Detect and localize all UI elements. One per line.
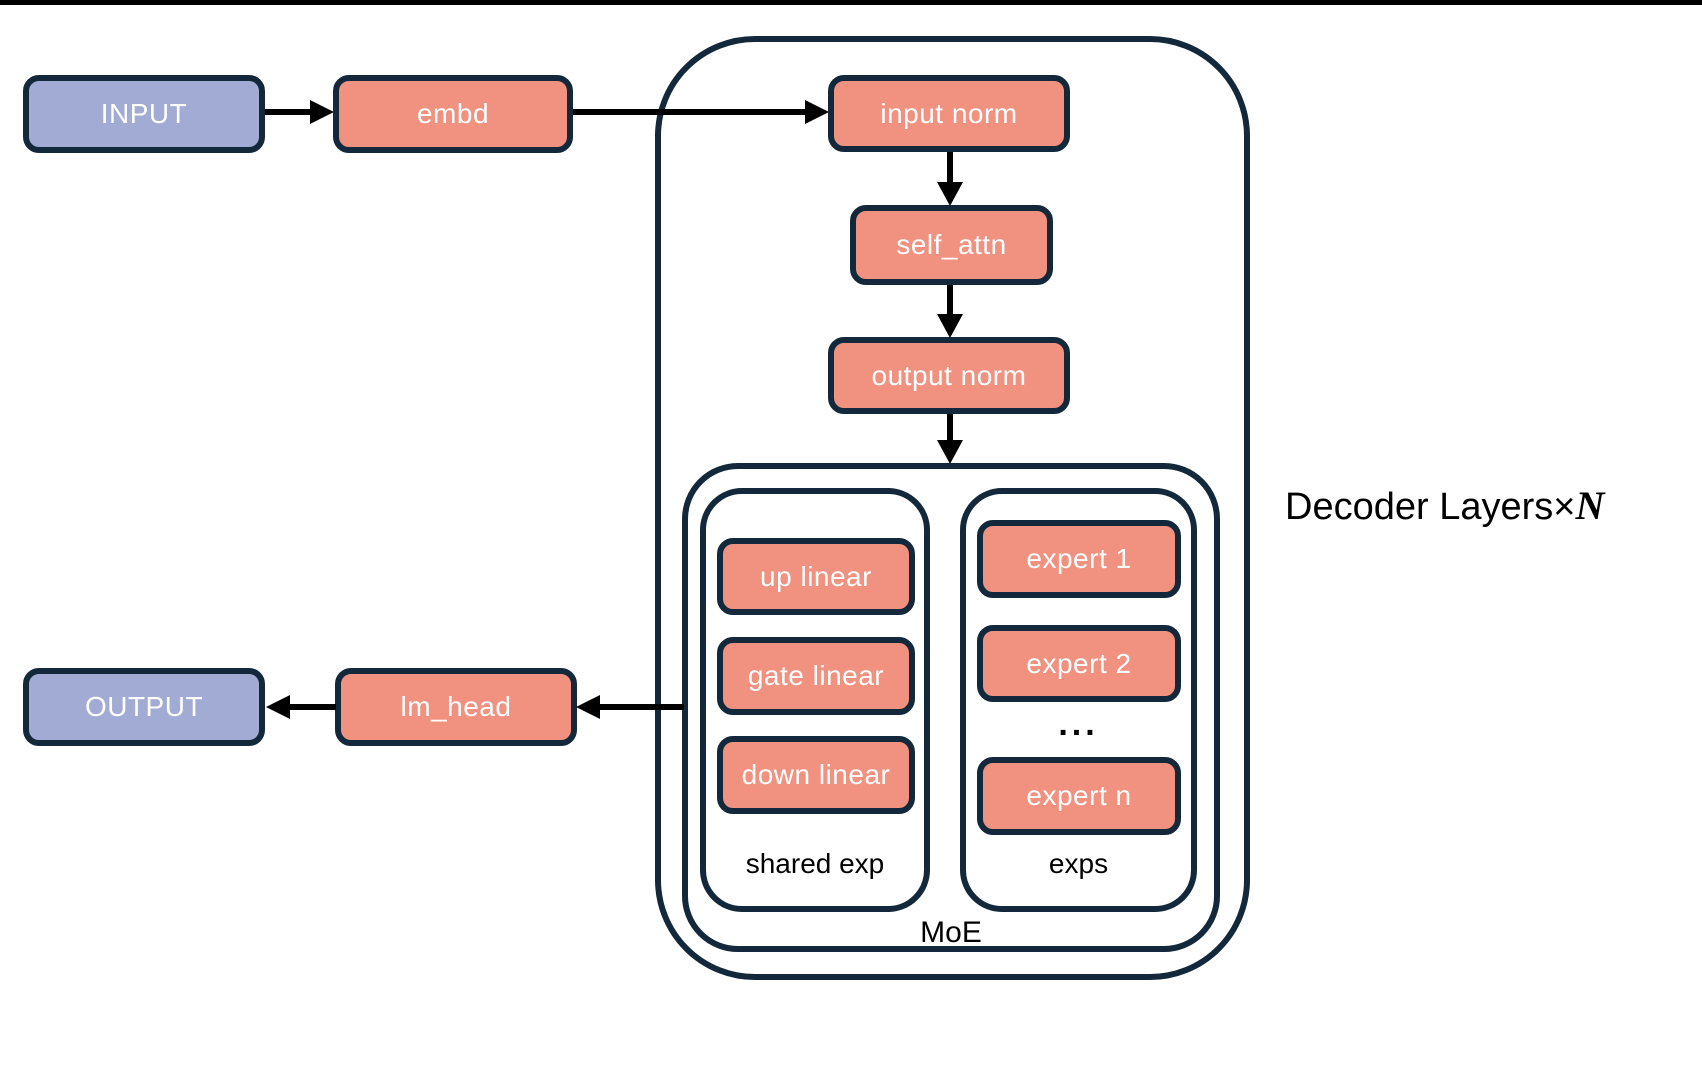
expert-1-node: expert 1 [977, 520, 1181, 598]
self-attn-node: self_attn [850, 205, 1053, 285]
expert-2-node-label: expert 2 [1026, 647, 1132, 679]
input-node: INPUT [23, 75, 265, 153]
moe-label: MoE [920, 916, 982, 949]
expert-1-node-label: expert 1 [1026, 543, 1132, 574]
n-variable: N [1575, 483, 1605, 528]
exps-label: exps [1048, 848, 1109, 879]
self-attn-node-label: self_attn [896, 229, 1007, 260]
expert-ellipsis: ... [1058, 705, 1099, 743]
decoder-layers-label: Decoder Layers×N [1285, 482, 1604, 529]
lm-head-node: lm_head [335, 668, 577, 746]
up-linear-node-label: up linear [760, 560, 872, 592]
input-node-label: INPUT [100, 98, 188, 129]
output-norm-node: output norm [828, 337, 1070, 414]
input-norm-node-label: input norm [880, 97, 1018, 129]
gate-linear-node: gate linear [717, 637, 915, 715]
lm-head-node-label: lm_head [400, 691, 512, 722]
input-norm-node: input norm [828, 75, 1070, 152]
expert-n-node-label: expert n [1026, 780, 1132, 811]
shared-exp-label: shared exp [745, 848, 885, 879]
output-norm-node-label: output norm [871, 359, 1027, 391]
arrow-lm-head-to-output [266, 695, 336, 719]
embd-node-label: embd [416, 98, 490, 129]
output-node: OUTPUT [23, 668, 265, 746]
expert-2-node: expert 2 [977, 625, 1181, 702]
gate-linear-node-label: gate linear [747, 660, 885, 691]
output-node-label: OUTPUT [84, 691, 204, 722]
times-symbol: × [1553, 486, 1576, 528]
up-linear-node: up linear [717, 538, 915, 615]
top-edge-bar [0, 0, 1702, 5]
down-linear-node-label: down linear [741, 759, 891, 790]
decoder-layers-label-text: Decoder Layers [1285, 486, 1554, 528]
down-linear-node: down linear [717, 736, 915, 814]
embd-node: embd [333, 75, 573, 153]
arrow-input-to-embd [265, 100, 334, 124]
expert-n-node: expert n [977, 757, 1181, 835]
